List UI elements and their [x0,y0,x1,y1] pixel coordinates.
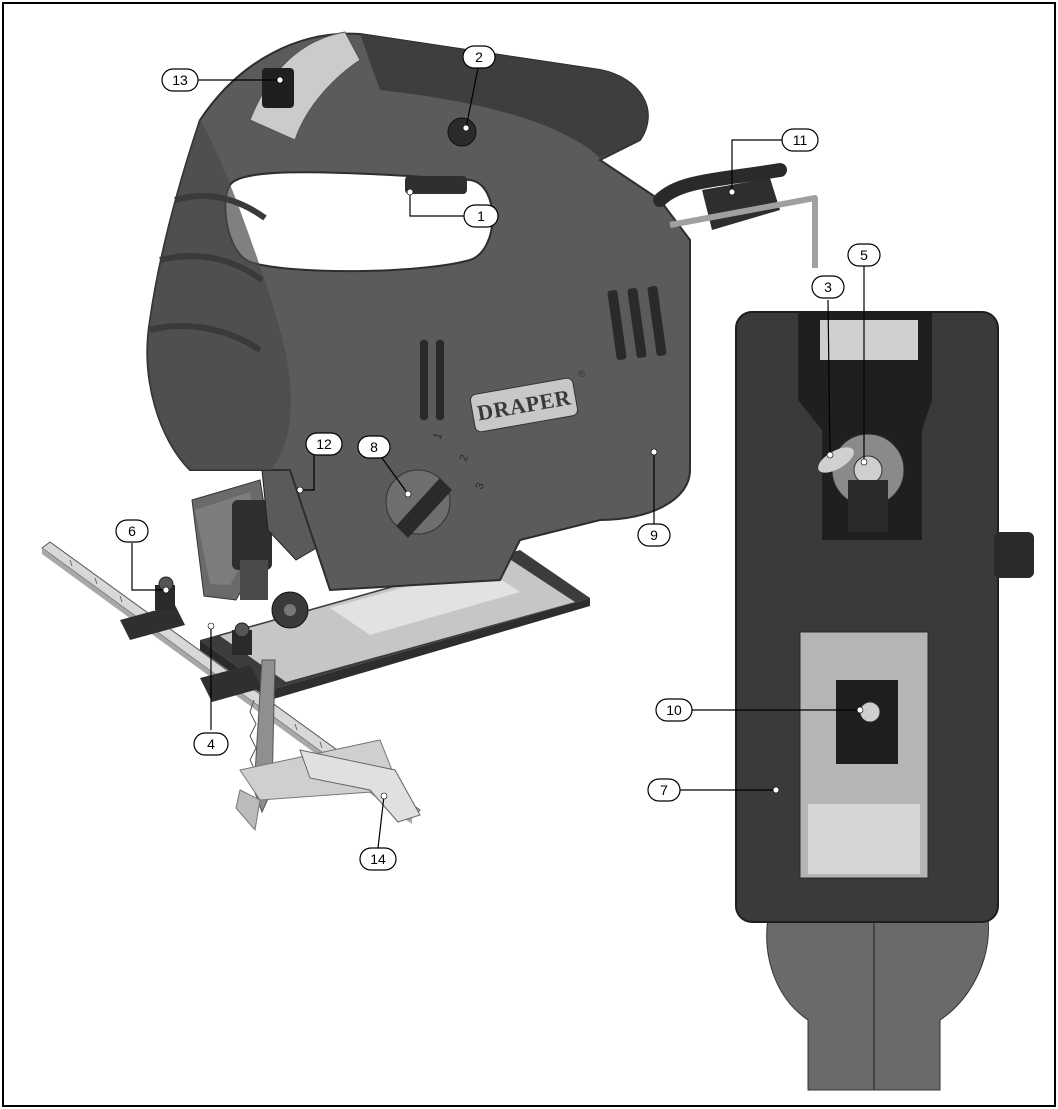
tool-body: DRAPER ® 1 2 3 [146,31,691,592]
speed-mark-3: 3 [474,481,487,491]
lock-on-button [447,117,477,147]
callout-3: 3 [811,275,845,299]
callout-1: 1 [463,204,499,228]
callout-7: 7 [647,778,681,802]
svg-text:8: 8 [370,439,378,455]
callout-2: 2 [462,45,496,69]
svg-text:11: 11 [793,132,808,148]
speed-mark-1: 1 [432,431,445,441]
callout-8: 8 [357,435,391,459]
svg-text:1: 1 [477,208,485,224]
callout-11: 11 [781,128,819,152]
callout-12: 12 [305,432,343,456]
svg-text:10: 10 [666,702,682,718]
trigger-switch [405,176,467,194]
svg-text:2: 2 [475,49,483,65]
callout-5: 5 [847,243,881,267]
speed-dial [262,68,294,108]
svg-text:12: 12 [316,436,332,452]
brand-badge: DRAPER ® [469,369,586,433]
speed-mark-2: 2 [458,453,471,463]
svg-text:6: 6 [128,523,136,539]
guide-clamp [120,576,262,702]
callout-10: 10 [655,698,693,722]
svg-text:5: 5 [860,247,868,263]
callout-9: 9 [637,523,671,547]
callout-labels: 1 2 3 4 5 6 7 8 [115,45,881,871]
hex-key-holder [653,163,818,268]
blade-guard [191,479,309,629]
svg-text:4: 4 [207,736,215,752]
callout-14: 14 [359,847,397,871]
svg-text:13: 13 [172,72,188,88]
registered-mark: ® [578,369,586,380]
callout-13: 13 [161,68,199,92]
callout-leaders [131,67,865,849]
svg-text:7: 7 [660,782,668,798]
svg-text:14: 14 [370,851,386,867]
callout-dots [162,76,868,800]
jigsaw-front-view [735,311,1034,1091]
blade-clamp-lever [818,447,854,473]
callout-4: 4 [193,732,229,756]
svg-text:9: 9 [650,527,658,543]
jigsaw-side-view: DRAPER ® 1 2 3 [41,31,818,832]
bevel-screw [859,701,881,723]
svg-text:3: 3 [824,279,832,295]
sole-plate [200,550,590,700]
callout-6: 6 [115,519,149,543]
circle-guide-foot [235,739,421,832]
